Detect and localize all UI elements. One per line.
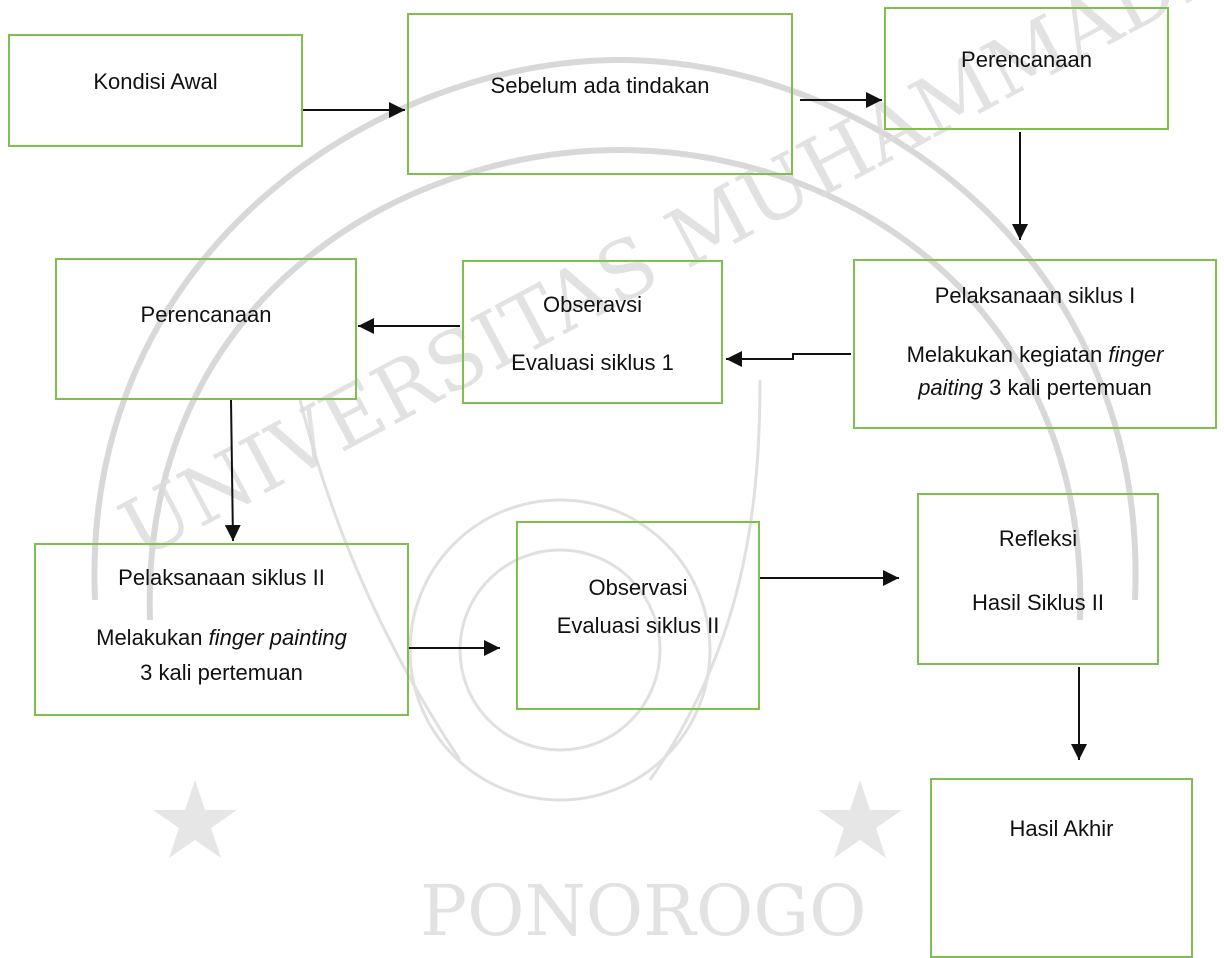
box-perencanaan-2: Perencanaan bbox=[55, 258, 357, 400]
observasi-2-title: Observasi bbox=[588, 575, 688, 600]
box-pelaksanaan-siklus-1: Pelaksanaan siklus I Melakukan kegiatan … bbox=[853, 259, 1217, 429]
pelaksanaan-1-line1-em: finger bbox=[1108, 342, 1164, 367]
hasil-akhir-label: Hasil Akhir bbox=[1009, 816, 1114, 841]
observasi-1-title: Obseravsi bbox=[542, 292, 643, 317]
box-pelaksanaan-siklus-2: Pelaksanaan siklus II Melakukan finger p… bbox=[34, 543, 409, 716]
box-observasi-2: Observasi Evaluasi siklus II bbox=[516, 521, 760, 710]
pelaksanaan-2-line2: 3 kali pertemuan bbox=[140, 660, 303, 685]
refleksi-title: Refleksi bbox=[998, 526, 1078, 551]
pelaksanaan-1-line1: Melakukan kegiatan finger bbox=[855, 342, 1215, 368]
observasi-2-subtitle: Evaluasi siklus II bbox=[556, 613, 720, 638]
box-observasi-1: Obseravsi Evaluasi siklus 1 bbox=[462, 260, 723, 404]
box-perencanaan-1: Perencanaan bbox=[884, 7, 1169, 130]
watermark-bottom-text: PONOROGO bbox=[420, 870, 867, 951]
pelaksanaan-1-line2: paiting 3 kali pertemuan bbox=[855, 375, 1215, 401]
box-refleksi: Refleksi Hasil Siklus II bbox=[917, 493, 1159, 665]
perencanaan-2-label: Perencanaan bbox=[140, 302, 272, 327]
pelaksanaan-1-title: Pelaksanaan siklus I bbox=[934, 283, 1136, 308]
arrow-perencanaan-2-to-pelaksanaan-2 bbox=[224, 399, 241, 542]
pelaksanaan-2-line1-text: Melakukan bbox=[96, 625, 209, 650]
box-sebelum-ada-tindakan: Sebelum ada tindakan bbox=[407, 13, 793, 175]
pelaksanaan-1-line2-text: 3 kali pertemuan bbox=[983, 375, 1152, 400]
observasi-1-subtitle: Evaluasi siklus 1 bbox=[511, 350, 674, 375]
box-hasil-akhir: Hasil Akhir bbox=[930, 778, 1193, 958]
pelaksanaan-2-line1: Melakukan finger painting bbox=[36, 625, 407, 651]
pelaksanaan-1-line1-text: Melakukan kegiatan bbox=[906, 342, 1109, 367]
perencanaan-1-label: Perencanaan bbox=[961, 47, 1092, 72]
box-kondisi-awal: Kondisi Awal bbox=[8, 34, 303, 147]
arrow-pelaksanaan-1-to-observasi-1 bbox=[726, 351, 851, 367]
kondisi-awal-label: Kondisi Awal bbox=[93, 69, 218, 94]
pelaksanaan-1-line2-em: paiting bbox=[918, 375, 984, 400]
pelaksanaan-2-line1-em: finger painting bbox=[208, 625, 347, 650]
sebelum-label: Sebelum ada tindakan bbox=[490, 73, 710, 98]
refleksi-subtitle: Hasil Siklus II bbox=[971, 590, 1105, 615]
pelaksanaan-2-title: Pelaksanaan siklus II bbox=[118, 565, 325, 590]
